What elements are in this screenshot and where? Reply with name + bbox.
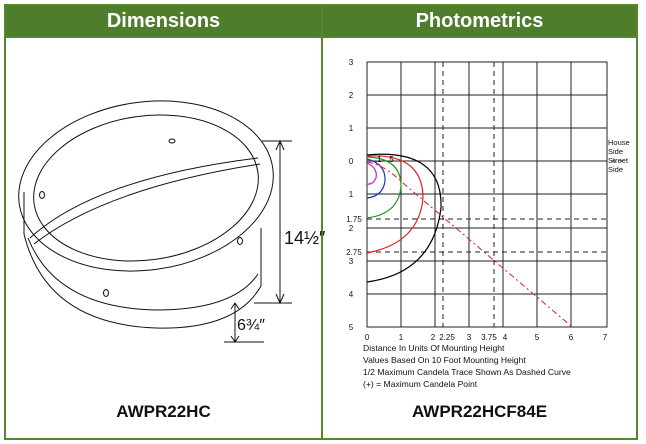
curve-label-2: .5 — [387, 155, 394, 164]
note-line: 1/2 Maximum Candela Trace Shown As Dashe… — [363, 367, 571, 377]
photometrics-header: Photometrics — [323, 6, 636, 36]
photometric-chart: .1 .5 3 2 1 0 1 2 3 4 5 1.75 2.75 0 1 2 … — [346, 58, 630, 389]
ref-y-label: 1.75 — [346, 215, 362, 224]
chart-grid — [366, 61, 608, 328]
x-tick: 4 — [503, 333, 508, 342]
y-tick: 0 — [349, 157, 354, 166]
y-tick: 4 — [349, 290, 354, 299]
note-line: (+) = Maximum Candela Point — [363, 379, 478, 389]
x-tick: 2 — [431, 333, 436, 342]
column-divider — [321, 6, 323, 438]
y-tick: 3 — [349, 257, 354, 266]
spec-sheet-frame: Dimensions Photometrics — [4, 4, 638, 440]
depth-dimension-label: 6¾″ — [237, 317, 265, 334]
curve-red — [366, 155, 424, 254]
fixture-drawing: 14½″ 6¾″ — [18, 100, 326, 343]
y-tick: 5 — [349, 323, 354, 332]
chart-notes: Distance In Units Of Mounting Height Val… — [363, 343, 571, 389]
street-side-label: Street Side — [608, 156, 629, 174]
curve-green — [366, 156, 402, 219]
dimensions-header: Dimensions — [6, 6, 321, 36]
x-tick: 3.75 — [481, 333, 497, 342]
y-tick: 1 — [349, 124, 354, 133]
note-line: Distance In Units Of Mounting Height — [363, 343, 505, 353]
y-tick: 2 — [349, 224, 354, 233]
photometrics-model-label: AWPR22HCF84E — [411, 402, 548, 421]
reference-lines — [367, 62, 623, 327]
ref-y-labels: 1.75 2.75 — [346, 215, 362, 257]
curve-label-1: .1 — [375, 155, 382, 164]
note-line: Values Based On 10 Foot Mounting Height — [363, 355, 526, 365]
x-tick: 1 — [399, 333, 404, 342]
x-tick: 3 — [467, 333, 472, 342]
x-tick: 5 — [535, 333, 540, 342]
x-tick: 0 — [365, 333, 370, 342]
y-tick-labels: 3 2 1 0 1 2 3 4 5 — [349, 58, 354, 332]
max-candela-trace — [366, 161, 572, 327]
y-tick: 2 — [349, 91, 354, 100]
dimensions-model-label: AWPR22HC — [116, 402, 211, 421]
x-tick: 2.25 — [439, 333, 455, 342]
curve-blue — [366, 158, 386, 199]
x-tick: 7 — [603, 333, 608, 342]
curve-outer — [366, 153, 442, 283]
x-tick-labels: 0 1 2 2.25 3 3.75 4 5 6 7 — [365, 333, 608, 342]
ref-y-label: 2.75 — [346, 248, 362, 257]
y-tick: 1 — [349, 190, 354, 199]
house-side-label: House Side — [608, 138, 630, 156]
x-tick: 6 — [569, 333, 574, 342]
curve-magenta — [366, 162, 377, 185]
y-tick: 3 — [349, 58, 354, 67]
height-dimension-label: 14½″ — [284, 228, 326, 248]
